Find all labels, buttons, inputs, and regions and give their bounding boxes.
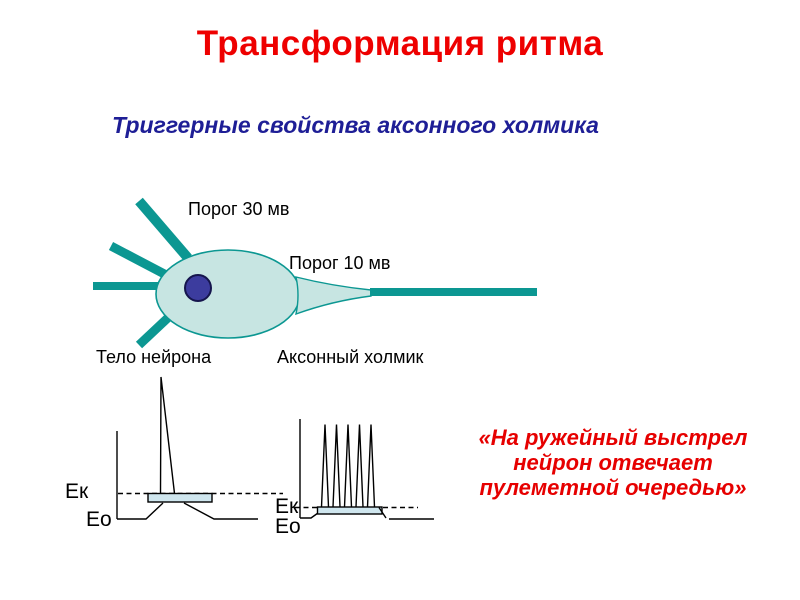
slide-subtitle: Триггерные свойства аксонного холмика bbox=[112, 112, 599, 138]
quote-line: «На ружейный выстрел bbox=[478, 425, 748, 450]
dendrite-icon bbox=[135, 310, 176, 349]
quote-line: пулеметной очередью» bbox=[479, 475, 747, 500]
hillock-label: Аксонный холмик bbox=[277, 347, 424, 367]
dendrite-icon bbox=[135, 197, 192, 262]
dendrite-icon bbox=[108, 242, 175, 282]
threshold-soma-label: Порог 30 мв bbox=[188, 199, 290, 219]
neuron-soma-shape bbox=[155, 249, 301, 339]
spike bbox=[320, 424, 330, 508]
burst-graph bbox=[295, 419, 434, 520]
left-graph-eo-label: Ео bbox=[86, 508, 112, 531]
trace-baseline bbox=[300, 512, 319, 519]
spike bbox=[366, 424, 376, 508]
spike bbox=[332, 424, 341, 508]
spike bbox=[159, 376, 176, 494]
stimulus-bar bbox=[147, 492, 213, 503]
right-graph-eo-label: Ео bbox=[275, 515, 301, 538]
stimulus-bar bbox=[316, 506, 383, 515]
trace-baseline bbox=[117, 502, 164, 520]
quote-line: нейрон отвечает bbox=[513, 450, 713, 475]
right-graph-ek-label: Ек bbox=[275, 495, 299, 518]
slide-title: Трансформация ритма bbox=[196, 24, 604, 63]
trace-baseline bbox=[183, 502, 258, 520]
spike bbox=[355, 424, 364, 508]
threshold-hillock-label: Порог 10 мв bbox=[289, 253, 391, 273]
trace-fall bbox=[378, 507, 387, 519]
left-graph-ek-label: Ек bbox=[65, 480, 89, 503]
soma-label: Тело нейрона bbox=[96, 347, 212, 367]
nucleus-shape bbox=[184, 274, 212, 302]
quote-text: «На ружейный выстрел нейрон отвечает пул… bbox=[452, 425, 774, 500]
single-spike-graph bbox=[116, 376, 283, 520]
axon-shape bbox=[370, 288, 537, 296]
spike bbox=[343, 424, 353, 508]
axon-hillock-shape bbox=[295, 276, 372, 316]
